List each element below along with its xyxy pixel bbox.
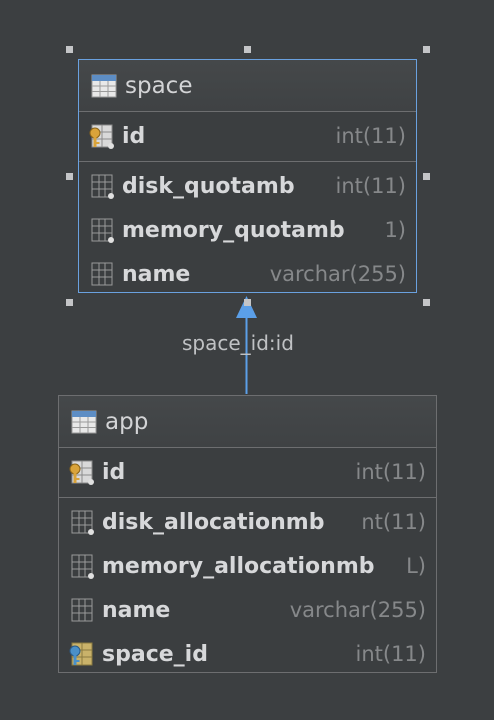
- primary-key-icon: [89, 124, 114, 149]
- resize-handle-top-right[interactable]: [423, 46, 430, 53]
- column-type: int(11): [335, 124, 407, 148]
- column-row[interactable]: name varchar(255): [59, 588, 436, 632]
- table-name: app: [105, 408, 149, 435]
- column-icon: [91, 262, 113, 286]
- relationship-arrowhead: [236, 296, 257, 318]
- table-name: space: [125, 72, 193, 99]
- column-row[interactable]: id int(11): [59, 450, 436, 494]
- column-row[interactable]: disk_quotamb int(11): [79, 164, 416, 208]
- column-row[interactable]: id int(11): [79, 114, 416, 158]
- column-type: 1): [384, 218, 406, 242]
- column-name: disk_quotamb: [122, 173, 299, 199]
- column-name: id: [122, 123, 150, 149]
- column-icon: [91, 218, 114, 243]
- column-type: varchar(255): [289, 598, 426, 622]
- column-row[interactable]: memory_quotamb 1): [79, 208, 416, 252]
- column-type: int(11): [355, 642, 427, 666]
- resize-handle-top[interactable]: [244, 46, 251, 53]
- column-name: name: [102, 597, 175, 623]
- column-name: memory_allocationmb: [102, 553, 379, 579]
- resize-handle-bottom[interactable]: [244, 299, 251, 306]
- column-name: id: [102, 459, 130, 485]
- column-icon: [91, 174, 114, 199]
- column-row[interactable]: name varchar(255): [79, 252, 416, 296]
- column-row[interactable]: memory_allocationmb L): [59, 544, 436, 588]
- column-icon: [71, 510, 94, 535]
- resize-handle-right[interactable]: [423, 173, 430, 180]
- column-type: L): [406, 554, 426, 578]
- column-type: nt(11): [361, 510, 426, 534]
- primary-key-section: id int(11): [59, 448, 436, 498]
- resize-handle-left[interactable]: [66, 173, 73, 180]
- columns-section: disk_allocationmb nt(11) memory_allocati…: [59, 498, 436, 679]
- column-name: memory_quotamb: [122, 217, 349, 243]
- table-icon: [71, 410, 97, 433]
- table-space[interactable]: space id int(11) disk_quotam: [78, 59, 417, 293]
- foreign-key-icon: [69, 642, 93, 666]
- table-icon: [91, 74, 117, 97]
- table-app[interactable]: app id int(11) disk_allocati: [58, 395, 437, 673]
- column-type: int(11): [355, 460, 427, 484]
- table-header[interactable]: space: [79, 60, 416, 112]
- column-type: int(11): [335, 174, 407, 198]
- resize-handle-top-left[interactable]: [66, 46, 73, 53]
- resize-handle-bottom-left[interactable]: [66, 299, 73, 306]
- column-name: name: [122, 261, 195, 287]
- column-type: varchar(255): [269, 262, 406, 286]
- column-row[interactable]: disk_allocationmb nt(11): [59, 500, 436, 544]
- column-name: disk_allocationmb: [102, 509, 329, 535]
- relationship-label: space_id:id: [182, 331, 294, 355]
- resize-handle-bottom-right[interactable]: [423, 299, 430, 306]
- column-icon: [71, 598, 93, 622]
- table-header[interactable]: app: [59, 396, 436, 448]
- column-name: space_id: [102, 641, 212, 667]
- primary-key-section: id int(11): [79, 112, 416, 162]
- column-row[interactable]: space_id int(11): [59, 632, 436, 676]
- columns-section: disk_quotamb int(11) memory_quotamb 1) n…: [79, 162, 416, 299]
- primary-key-icon: [69, 460, 94, 485]
- column-icon: [71, 554, 94, 579]
